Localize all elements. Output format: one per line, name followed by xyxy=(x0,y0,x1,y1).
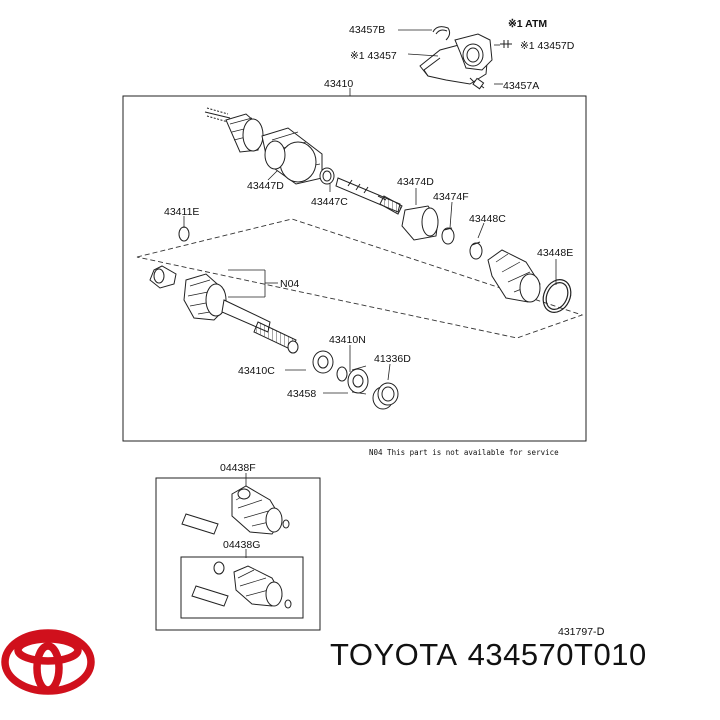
label-41336D: 41336D xyxy=(374,353,411,365)
label-43448E: 43448E xyxy=(537,247,573,259)
label-43457B: 43457B xyxy=(349,24,385,36)
outer-cv-joint xyxy=(204,107,335,185)
label-43474D: 43474D xyxy=(397,176,434,188)
main-assembly-frame xyxy=(122,95,587,442)
bearing-bracket-43457 xyxy=(419,26,512,90)
label-43410C: 43410C xyxy=(238,365,275,377)
snap-ring-43411E xyxy=(178,226,190,242)
label-atm: ※1 ATM xyxy=(508,18,547,30)
drive-shaft xyxy=(335,177,403,215)
note-n04: N04 This part is not available for servi… xyxy=(369,448,559,457)
toyota-logo xyxy=(1,629,95,695)
inner-boot xyxy=(487,249,541,303)
label-43447C: 43447C xyxy=(311,196,348,208)
leader-lines xyxy=(183,29,557,488)
boot-clamp-43448C xyxy=(469,241,483,260)
brand-line: TOYOTA 434570T010 xyxy=(330,637,657,673)
label-43457D: ※1 43457D xyxy=(520,40,575,52)
label-43448C: 43448C xyxy=(469,213,506,225)
label-43447D: 43447D xyxy=(247,180,284,192)
dynamic-damper-43474D xyxy=(401,205,439,241)
damper-clamp-43474F xyxy=(441,227,455,245)
snap-ring-43410C xyxy=(336,366,348,382)
outer-boot-kit-04438F xyxy=(181,485,290,535)
label-04438G: 04438G xyxy=(223,539,260,551)
dust-deflector-41336D xyxy=(372,382,399,410)
diagram-reference: 431797-Ⅾ xyxy=(558,626,605,638)
sub-assembly-dashed-outline xyxy=(136,218,584,339)
label-43410: 43410 xyxy=(324,78,353,90)
label-43410N: 43410N xyxy=(329,334,366,346)
label-43457A: 43457A xyxy=(503,80,539,92)
inner-boot-kit-04438G xyxy=(191,561,292,609)
label-n04: N04 xyxy=(280,278,299,290)
bearing-43458 xyxy=(347,365,369,395)
boot-kit-inner-frame xyxy=(180,556,304,619)
boot-kit-frame xyxy=(155,477,321,631)
boot-clamp-43448E xyxy=(542,279,572,313)
part-number: 434570T010 xyxy=(467,637,647,672)
label-43411E: 43411E xyxy=(164,206,199,218)
inboard-joint-assembly xyxy=(149,265,299,354)
brand-name: TOYOTA xyxy=(330,637,458,672)
bearing-43410N xyxy=(312,350,334,374)
label-43457: ※1 43457 xyxy=(350,50,397,62)
label-43458: 43458 xyxy=(287,388,316,400)
label-04438F: 04438F xyxy=(220,462,256,474)
label-43474F: 43474F xyxy=(433,191,469,203)
